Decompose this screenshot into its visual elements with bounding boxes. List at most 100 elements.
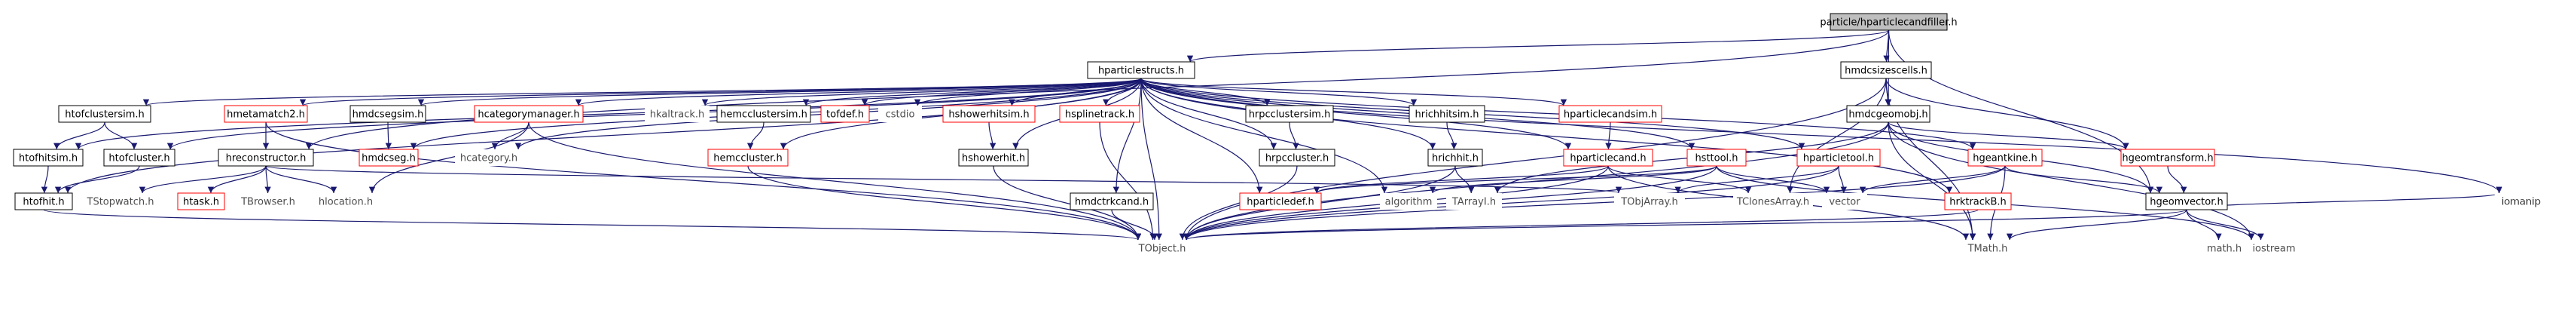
edge-htofclustersim-to-htofhitsim bbox=[53, 121, 105, 150]
node-label-iostream: iostream bbox=[2252, 244, 2295, 255]
edge-hparticlestructs-to-hemcclustersim bbox=[803, 78, 1142, 106]
node-box-iomanip bbox=[2495, 193, 2547, 210]
node-label-hshowerhit: hshowerhit.h bbox=[962, 153, 1025, 164]
edge-hmdcsizescells-to-tobject bbox=[1183, 78, 1887, 241]
node-label-hparticlestructs: hparticlestructs.h bbox=[1098, 66, 1184, 77]
node-layer: particle/hparticlecandfiller.h hparticles… bbox=[13, 13, 2547, 256]
node-hrpccluster[interactable]: hrpccluster.h bbox=[1259, 149, 1335, 167]
edge-hrichhitsim-to-hrichhit bbox=[1446, 121, 1457, 150]
node-hmdcsizescells[interactable]: hmdcsizescells.h bbox=[1840, 61, 1932, 79]
node-hgeantkine[interactable]: hgeantkine.h bbox=[1967, 149, 2043, 167]
node-box-hgeantkine bbox=[1967, 149, 2043, 167]
node-hmdctrkcand[interactable]: hmdctrkcand.h bbox=[1070, 192, 1154, 210]
node-hmdcsegsim[interactable]: hmdcsegsim.h bbox=[349, 105, 426, 123]
node-label-hmdcgeomobj: hmdcgeomobj.h bbox=[1848, 109, 1927, 121]
edge-layer bbox=[41, 29, 2502, 241]
node-label-hreconstructor: hreconstructor.h bbox=[226, 153, 307, 164]
node-label-algorithm: algorithm bbox=[1385, 197, 1433, 208]
node-hparticlecandsim[interactable]: hparticlecandsim.h bbox=[1558, 105, 1662, 123]
node-hcategory: hcategory.h bbox=[455, 149, 523, 166]
node-htofhitsim[interactable]: htofhitsim.h bbox=[13, 149, 84, 167]
edge-hgeantkine-to-tobject bbox=[1183, 165, 2006, 241]
node-label-hrpcclustersim: hrpcclustersim.h bbox=[1249, 109, 1331, 121]
node-hrichhitsim[interactable]: hrichhitsim.h bbox=[1409, 105, 1485, 123]
node-hlocation: hlocation.h bbox=[315, 193, 377, 210]
edge-hparticlecand-to-hparticledef bbox=[1313, 165, 1609, 194]
node-label-hrichhitsim: hrichhitsim.h bbox=[1415, 109, 1479, 121]
edge-hparticlestructs-to-hrichhitsim bbox=[1140, 78, 1418, 106]
node-label-hmdcseg: hmdcseg.h bbox=[362, 153, 416, 164]
node-box-hrktrackb bbox=[1944, 192, 2012, 210]
node-hparticletool[interactable]: hparticletool.h bbox=[1796, 149, 1881, 167]
node-htofclustersim[interactable]: htofclustersim.h bbox=[58, 105, 151, 123]
edge-hparticlestructs-to-hrpccluster bbox=[1140, 78, 1277, 150]
node-label-hcategory: hcategory.h bbox=[460, 153, 517, 164]
node-label-mathh: math.h bbox=[2207, 244, 2242, 255]
node-label-hcategorymanager: hcategorymanager.h bbox=[478, 109, 579, 121]
node-hrichhit[interactable]: hrichhit.h bbox=[1427, 149, 1483, 167]
node-hsplinetrack[interactable]: hsplinetrack.h bbox=[1059, 105, 1140, 123]
node-box-hsplinetrack bbox=[1059, 105, 1140, 123]
node-box-tstopwatch bbox=[81, 193, 160, 210]
node-hemcclustersim[interactable]: hemcclustersim.h bbox=[716, 105, 811, 123]
edge-hrpcclustersim-to-hrpccluster bbox=[1289, 121, 1299, 150]
edge-hgeomvector-to-tobject bbox=[1183, 209, 2187, 241]
node-hrktrackb[interactable]: hrktrackB.h bbox=[1944, 192, 2012, 210]
node-label-hparticlecandsim: hparticlecandsim.h bbox=[1564, 109, 1657, 121]
node-hmdcseg[interactable]: hmdcseg.h bbox=[359, 149, 419, 167]
node-tclonesarray: TClonesArray.h bbox=[1733, 193, 1813, 210]
node-htask[interactable]: htask.h bbox=[177, 192, 225, 210]
node-hshowerhit[interactable]: hshowerhit.h bbox=[958, 149, 1029, 167]
edge-hparticlestructs-to-cstdio bbox=[914, 78, 1142, 106]
node-label-htofclustersim: htofclustersim.h bbox=[65, 109, 145, 121]
node-hgeomtransform[interactable]: hgeomtransform.h bbox=[2120, 149, 2215, 167]
node-box-hshowerhit bbox=[958, 149, 1029, 167]
node-label-htofhit: htofhit.h bbox=[23, 197, 64, 208]
node-box-hparticlecand bbox=[1563, 149, 1653, 167]
node-label-hmdctrkcand: hmdctrkcand.h bbox=[1075, 197, 1149, 208]
node-box-hemcclustersim bbox=[716, 105, 811, 123]
node-hmdcgeomobj[interactable]: hmdcgeomobj.h bbox=[1846, 105, 1930, 123]
node-hparticlestructs[interactable]: hparticlestructs.h bbox=[1087, 61, 1195, 79]
node-hrpcclustersim[interactable]: hrpcclustersim.h bbox=[1245, 105, 1334, 123]
node-box-tmath bbox=[1961, 240, 2014, 256]
node-hcategorymanager[interactable]: hcategorymanager.h bbox=[474, 105, 584, 123]
node-box-hmdcgeomobj bbox=[1846, 105, 1930, 123]
node-box-hreconstructor bbox=[218, 149, 314, 167]
edge-hgeomvector-to-mathh bbox=[2186, 209, 2222, 241]
edge-hshowerhit-to-tobject bbox=[993, 165, 1142, 241]
edge-hemcclustersim-to-hemccluster bbox=[746, 121, 765, 150]
node-hshowerhitsim[interactable]: hshowerhitsim.h bbox=[942, 105, 1036, 123]
node-tofdef[interactable]: tofdef.h bbox=[820, 105, 870, 123]
node-label-tstopwatch: TStopwatch.h bbox=[87, 197, 154, 208]
node-hsttool[interactable]: hsttool.h bbox=[1686, 149, 1747, 167]
node-mathh: math.h bbox=[2204, 240, 2245, 256]
node-hgeomvector[interactable]: hgeomvector.h bbox=[2145, 192, 2228, 210]
edge-hreconstructor-to-tbrowser bbox=[264, 165, 271, 194]
node-label-htofcluster: htofcluster.h bbox=[108, 153, 169, 164]
node-hreconstructor[interactable]: hreconstructor.h bbox=[218, 149, 314, 167]
node-label-hmdcsizescells: hmdcsizescells.h bbox=[1845, 66, 1927, 77]
node-box-root bbox=[1830, 13, 1948, 31]
node-box-hrpcclustersim bbox=[1245, 105, 1334, 123]
node-hparticledef[interactable]: hparticledef.h bbox=[1239, 192, 1322, 210]
node-htofcluster[interactable]: htofcluster.h bbox=[103, 149, 175, 167]
node-hparticlecand[interactable]: hparticlecand.h bbox=[1563, 149, 1653, 167]
node-tbrowser: TBrowser.h bbox=[235, 193, 301, 210]
node-htofhit[interactable]: htofhit.h bbox=[14, 192, 73, 210]
edge-hrktrackb-to-tobject bbox=[1183, 209, 1979, 241]
node-label-iomanip: iomanip bbox=[2501, 197, 2541, 208]
node-hemccluster[interactable]: hemccluster.h bbox=[707, 149, 789, 167]
node-box-tobjarray bbox=[1614, 193, 1685, 210]
node-label-vector: vector bbox=[1829, 197, 1860, 208]
node-tarrayi: TArrayI.h bbox=[1446, 193, 1502, 210]
node-hmetamatch2[interactable]: hmetamatch2.h bbox=[224, 105, 308, 123]
node-box-hcategorymanager bbox=[474, 105, 584, 123]
node-box-hlocation bbox=[315, 193, 377, 210]
edge-hparticlestructs-to-hparticledef bbox=[1140, 78, 1263, 194]
edge-hmdctrkcand-to-tobject bbox=[1111, 209, 1158, 241]
node-root[interactable]: particle/hparticlecandfiller.h bbox=[1820, 13, 1958, 31]
node-box-htask bbox=[177, 192, 225, 210]
edge-hsttool-to-vector bbox=[1716, 165, 1830, 194]
edge-hparticlestructs-to-iomanip bbox=[1140, 78, 2502, 194]
